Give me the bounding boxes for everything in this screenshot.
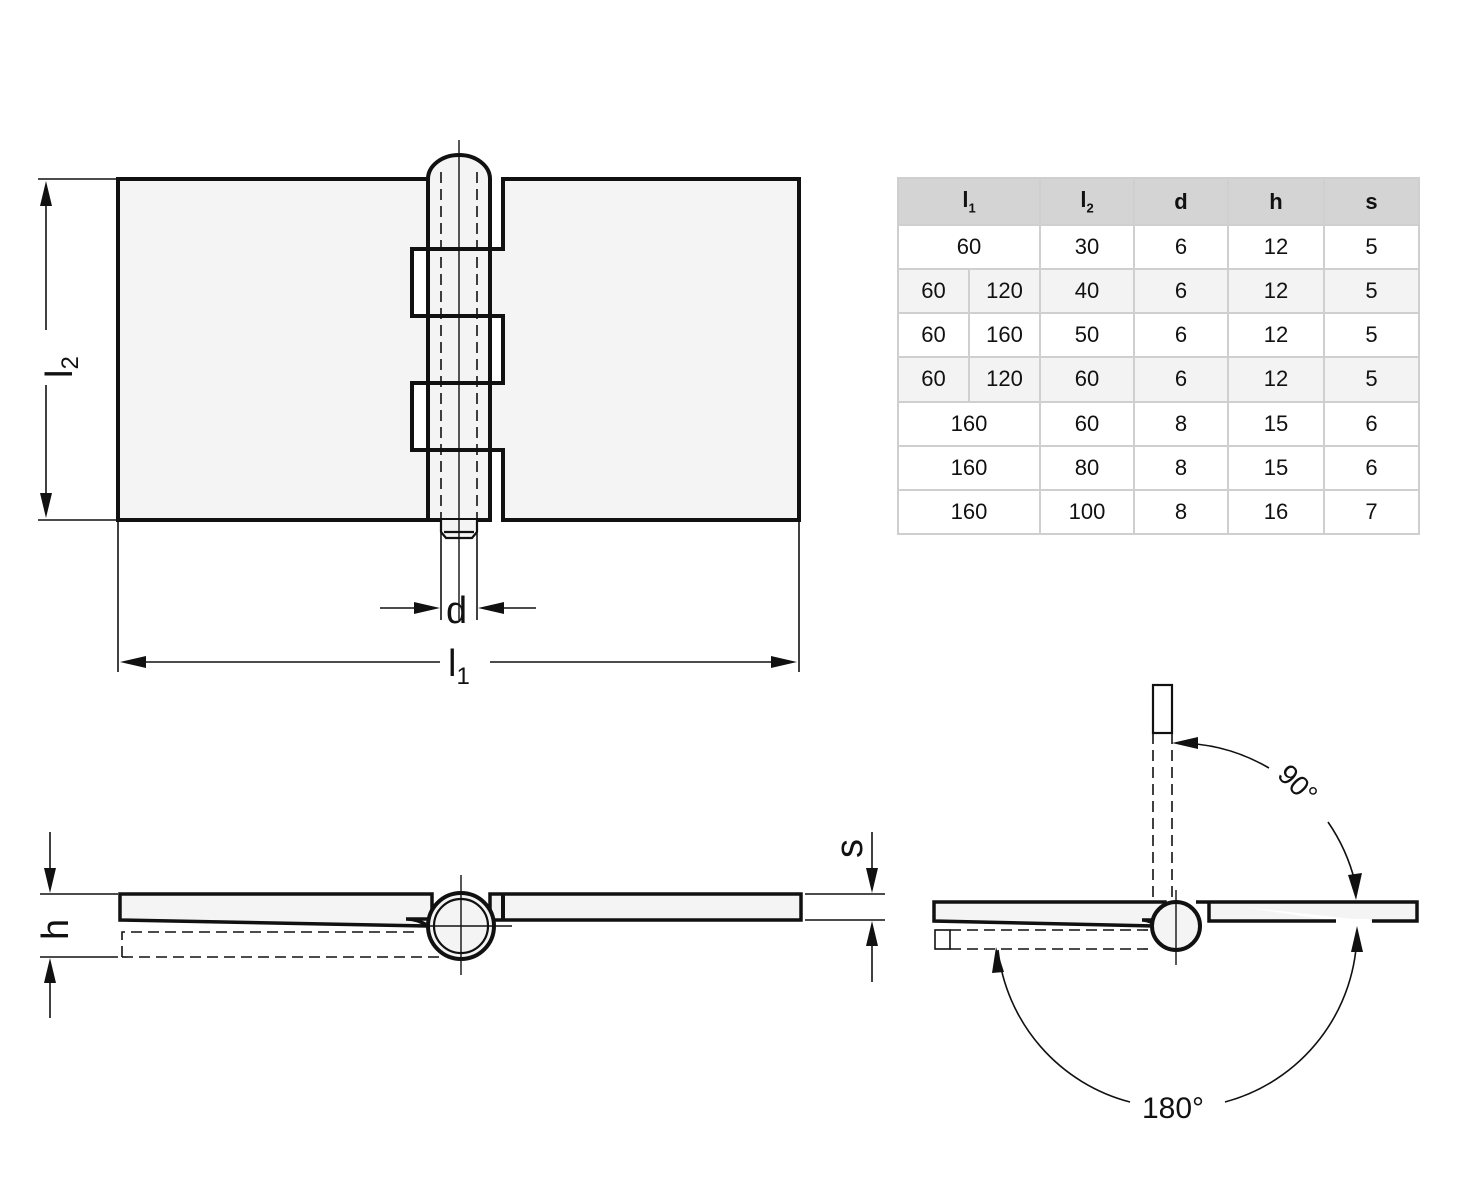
cell-d: 8 [1133,400,1230,447]
cell-l1: 160 [896,444,1042,491]
table-row: 60 30 6 12 5 [896,223,1421,271]
table-row: 160 80 8 15 6 [896,444,1421,491]
cell-h: 15 [1227,444,1326,491]
header-l2: l2 [1039,177,1136,226]
header-h: h [1227,177,1326,226]
cell-h: 12 [1227,356,1326,403]
dimension-l2: l2 [38,178,118,521]
cell-l1-alt: 120 [967,268,1042,315]
table-row: 60 120 60 6 12 5 [897,356,1421,403]
header-d: d [1133,177,1230,226]
label-s: s [829,839,871,858]
label-l2: l2 [39,356,84,378]
dimension-d: d [380,530,536,632]
header-s: s [1323,177,1421,226]
table-header-row: l1 l2 d h s [896,177,1421,226]
table-row: 160 60 8 15 6 [896,400,1421,447]
cell-l1: 60 [896,223,1042,271]
cell-s: 5 [1323,356,1421,403]
label-l1: l1 [448,643,470,690]
cell-h: 12 [1227,268,1326,315]
angle-leaf-right [1196,900,1419,923]
cell-s: 5 [1323,312,1421,359]
cell-l1: 60 [897,312,970,359]
cell-l1: 60 [897,268,970,315]
cell-d: 8 [1133,444,1230,491]
cell-l1: 160 [896,400,1042,447]
dimension-h: h [35,832,118,1018]
cell-l2: 60 [1039,356,1136,403]
cell-s: 6 [1323,444,1421,491]
side-leaf-right [488,892,803,922]
cell-d: 8 [1133,488,1230,536]
cell-h: 12 [1227,312,1326,359]
label-h: h [35,919,77,940]
label-90: 90° [1272,758,1324,810]
cell-s: 5 [1323,268,1421,315]
table-row: 60 120 40 6 12 5 [897,268,1421,315]
header-l1: l1 [896,177,1042,226]
table-row: 60 160 50 6 12 5 [897,312,1421,359]
cell-h: 15 [1227,400,1326,447]
hinge-top-view [116,140,801,620]
cell-s: 6 [1323,400,1421,447]
cell-h: 12 [1227,223,1326,271]
cell-d: 6 [1133,223,1230,271]
table-row: 160 100 8 16 7 [896,488,1421,536]
arc-180 [997,949,1131,1103]
dimension-table: l1 l2 d h s 60 30 6 12 5 60 120 40 6 12 … [896,177,1421,536]
leaf-180-outline [934,929,951,950]
leaf-90-outline [1151,683,1174,735]
cell-l2: 100 [1039,488,1136,536]
dimension-l1: l1 [117,520,800,690]
cell-l1-alt: 120 [967,356,1042,403]
cell-l1: 160 [896,488,1042,536]
label-180: 180° [1142,1092,1204,1125]
hinge-side-view [118,875,803,975]
cell-d: 6 [1133,268,1230,315]
side-leaf-hidden [121,931,420,957]
cell-l1-alt: 160 [967,312,1042,359]
cell-l1: 60 [897,356,970,403]
cell-h: 16 [1227,488,1326,536]
side-leaf-left [118,892,434,928]
dimension-s: s [805,832,885,982]
cell-l2: 60 [1039,400,1136,447]
label-d: d [446,590,467,632]
hinge-angle-view: 90° 180° [932,683,1419,1125]
right-leaf [488,177,801,522]
cell-l2: 30 [1039,223,1136,271]
cell-s: 5 [1323,223,1421,271]
angle-leaf-left [932,900,1167,928]
cell-s: 7 [1323,488,1421,536]
cell-l2: 50 [1039,312,1136,359]
left-leaf [116,177,430,522]
cell-d: 6 [1133,312,1230,359]
cell-l2: 80 [1039,444,1136,491]
cell-d: 6 [1133,356,1230,403]
cell-l2: 40 [1039,268,1136,315]
